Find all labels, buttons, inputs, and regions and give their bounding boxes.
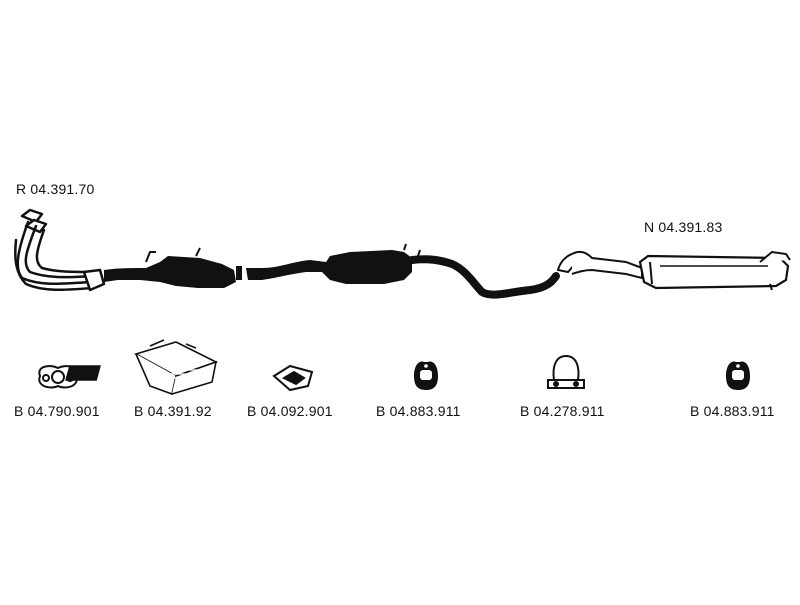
front-pipe-manifold	[14, 208, 106, 292]
rear-muffler	[556, 250, 791, 291]
accessory-label-gasket: B 04.092.901	[247, 403, 333, 419]
accessory-label-mounting-kit: B 04.391.92	[134, 403, 212, 419]
pipe-clamp-icon	[547, 354, 585, 389]
part-label-front-pipe: R 04.391.70	[16, 181, 95, 197]
accessory-label-clamp: B 04.278.911	[520, 403, 605, 419]
front-pipe-section	[104, 247, 242, 288]
middle-muffler-section	[246, 243, 560, 299]
gasket-icon	[272, 364, 314, 392]
rubber-hanger-icon	[726, 361, 750, 390]
part-label-rear-muffler: N 04.391.83	[644, 219, 723, 235]
accessory-label-flange-gasket: B 04.790.901	[14, 403, 100, 419]
accessory-label-rubber-hanger-2: B 04.883.911	[690, 403, 775, 419]
rubber-hanger-icon	[414, 361, 438, 390]
accessory-label-rubber-hanger-1: B 04.883.911	[376, 403, 461, 419]
mounting-kit-box-icon	[65, 339, 219, 396]
